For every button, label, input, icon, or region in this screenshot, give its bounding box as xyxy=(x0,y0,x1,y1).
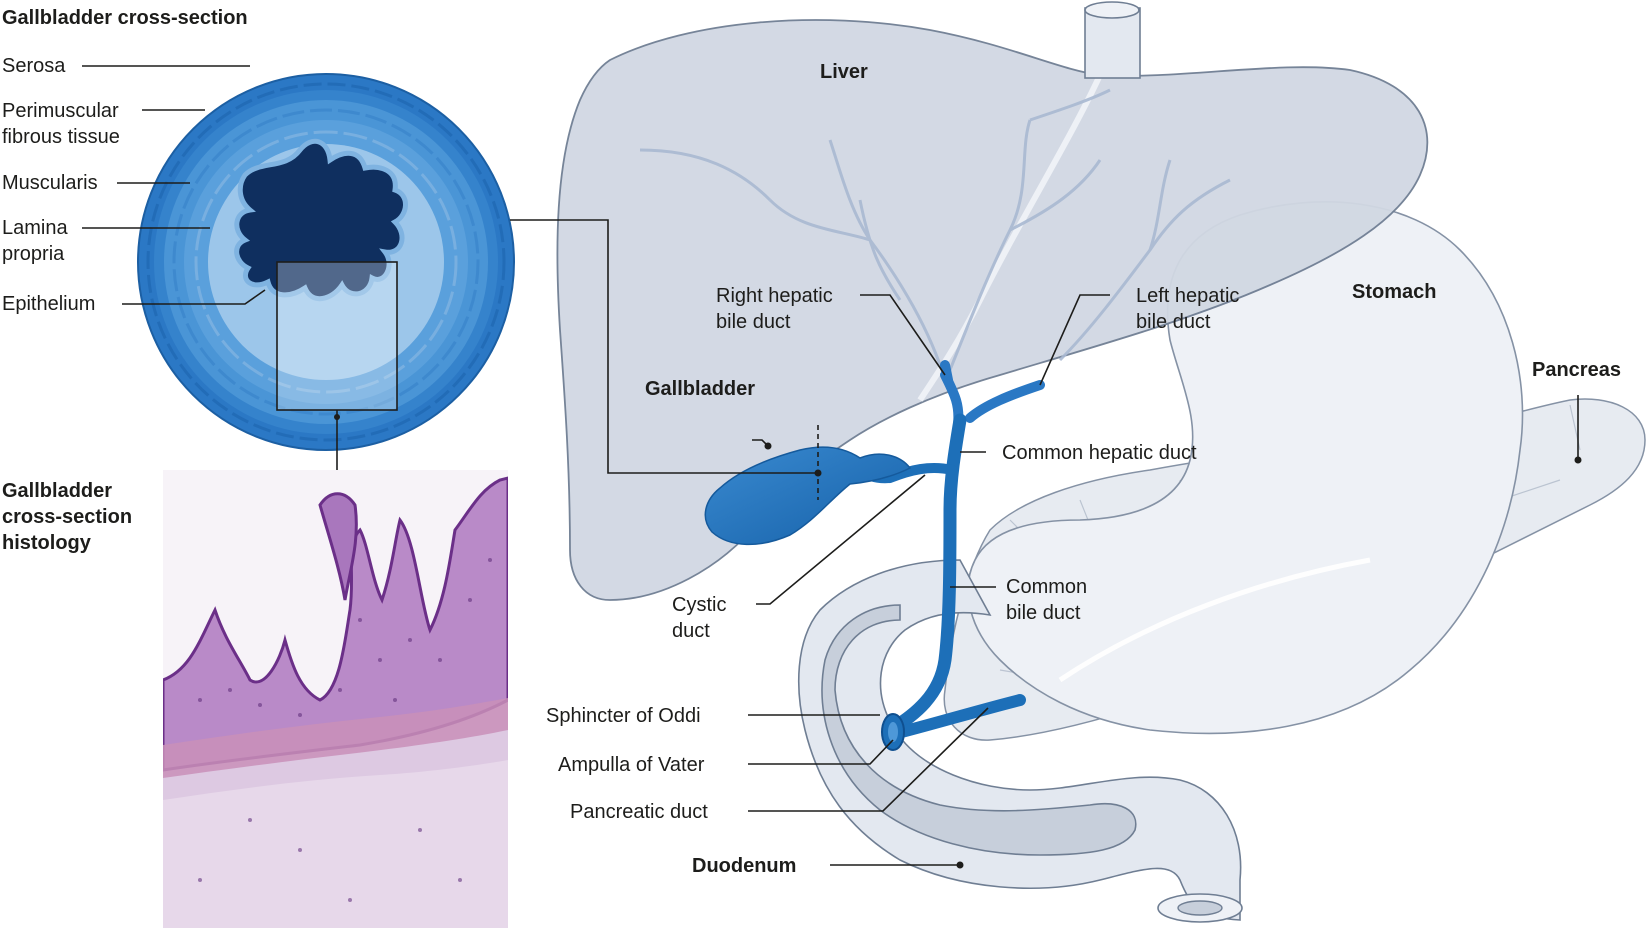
gallbladder-label: Gallbladder xyxy=(645,378,755,400)
pancreas-label: Pancreas xyxy=(1532,359,1621,381)
stomach-label: Stomach xyxy=(1352,281,1436,303)
serosa-label: Serosa xyxy=(2,55,66,77)
cross-section-title: Gallbladder cross-section xyxy=(2,7,248,29)
cross-section-circle xyxy=(137,73,515,451)
muscularis-label: Muscularis xyxy=(2,172,98,194)
pancreatic-duct-label: Pancreatic duct xyxy=(570,801,708,823)
histology-image xyxy=(163,470,508,928)
perimuscular-label: Perimuscular fibrous tissue xyxy=(2,100,124,148)
duodenum-label: Duodenum xyxy=(692,855,796,877)
ampulla-label: Ampulla of Vater xyxy=(558,754,705,776)
common-bile-label: Common bile duct xyxy=(1006,576,1093,624)
sphincter-label: Sphincter of Oddi xyxy=(546,705,701,727)
liver-label: Liver xyxy=(820,61,868,83)
cystic-label: Cystic duct xyxy=(672,594,732,642)
histology-title: Gallbladder cross-section histology xyxy=(2,480,138,554)
common-hepatic-label: Common hepatic duct xyxy=(1002,442,1197,464)
stomach xyxy=(967,201,1524,735)
lamina-propria-label: Lamina propria xyxy=(2,217,73,265)
left-hepatic-label: Left hepatic bile duct xyxy=(1136,285,1245,333)
right-hepatic-label: Right hepatic bile duct xyxy=(716,285,838,333)
gallbladder-lumen xyxy=(234,138,408,301)
epithelium-label: Epithelium xyxy=(2,293,95,315)
gallbladder xyxy=(704,446,912,546)
